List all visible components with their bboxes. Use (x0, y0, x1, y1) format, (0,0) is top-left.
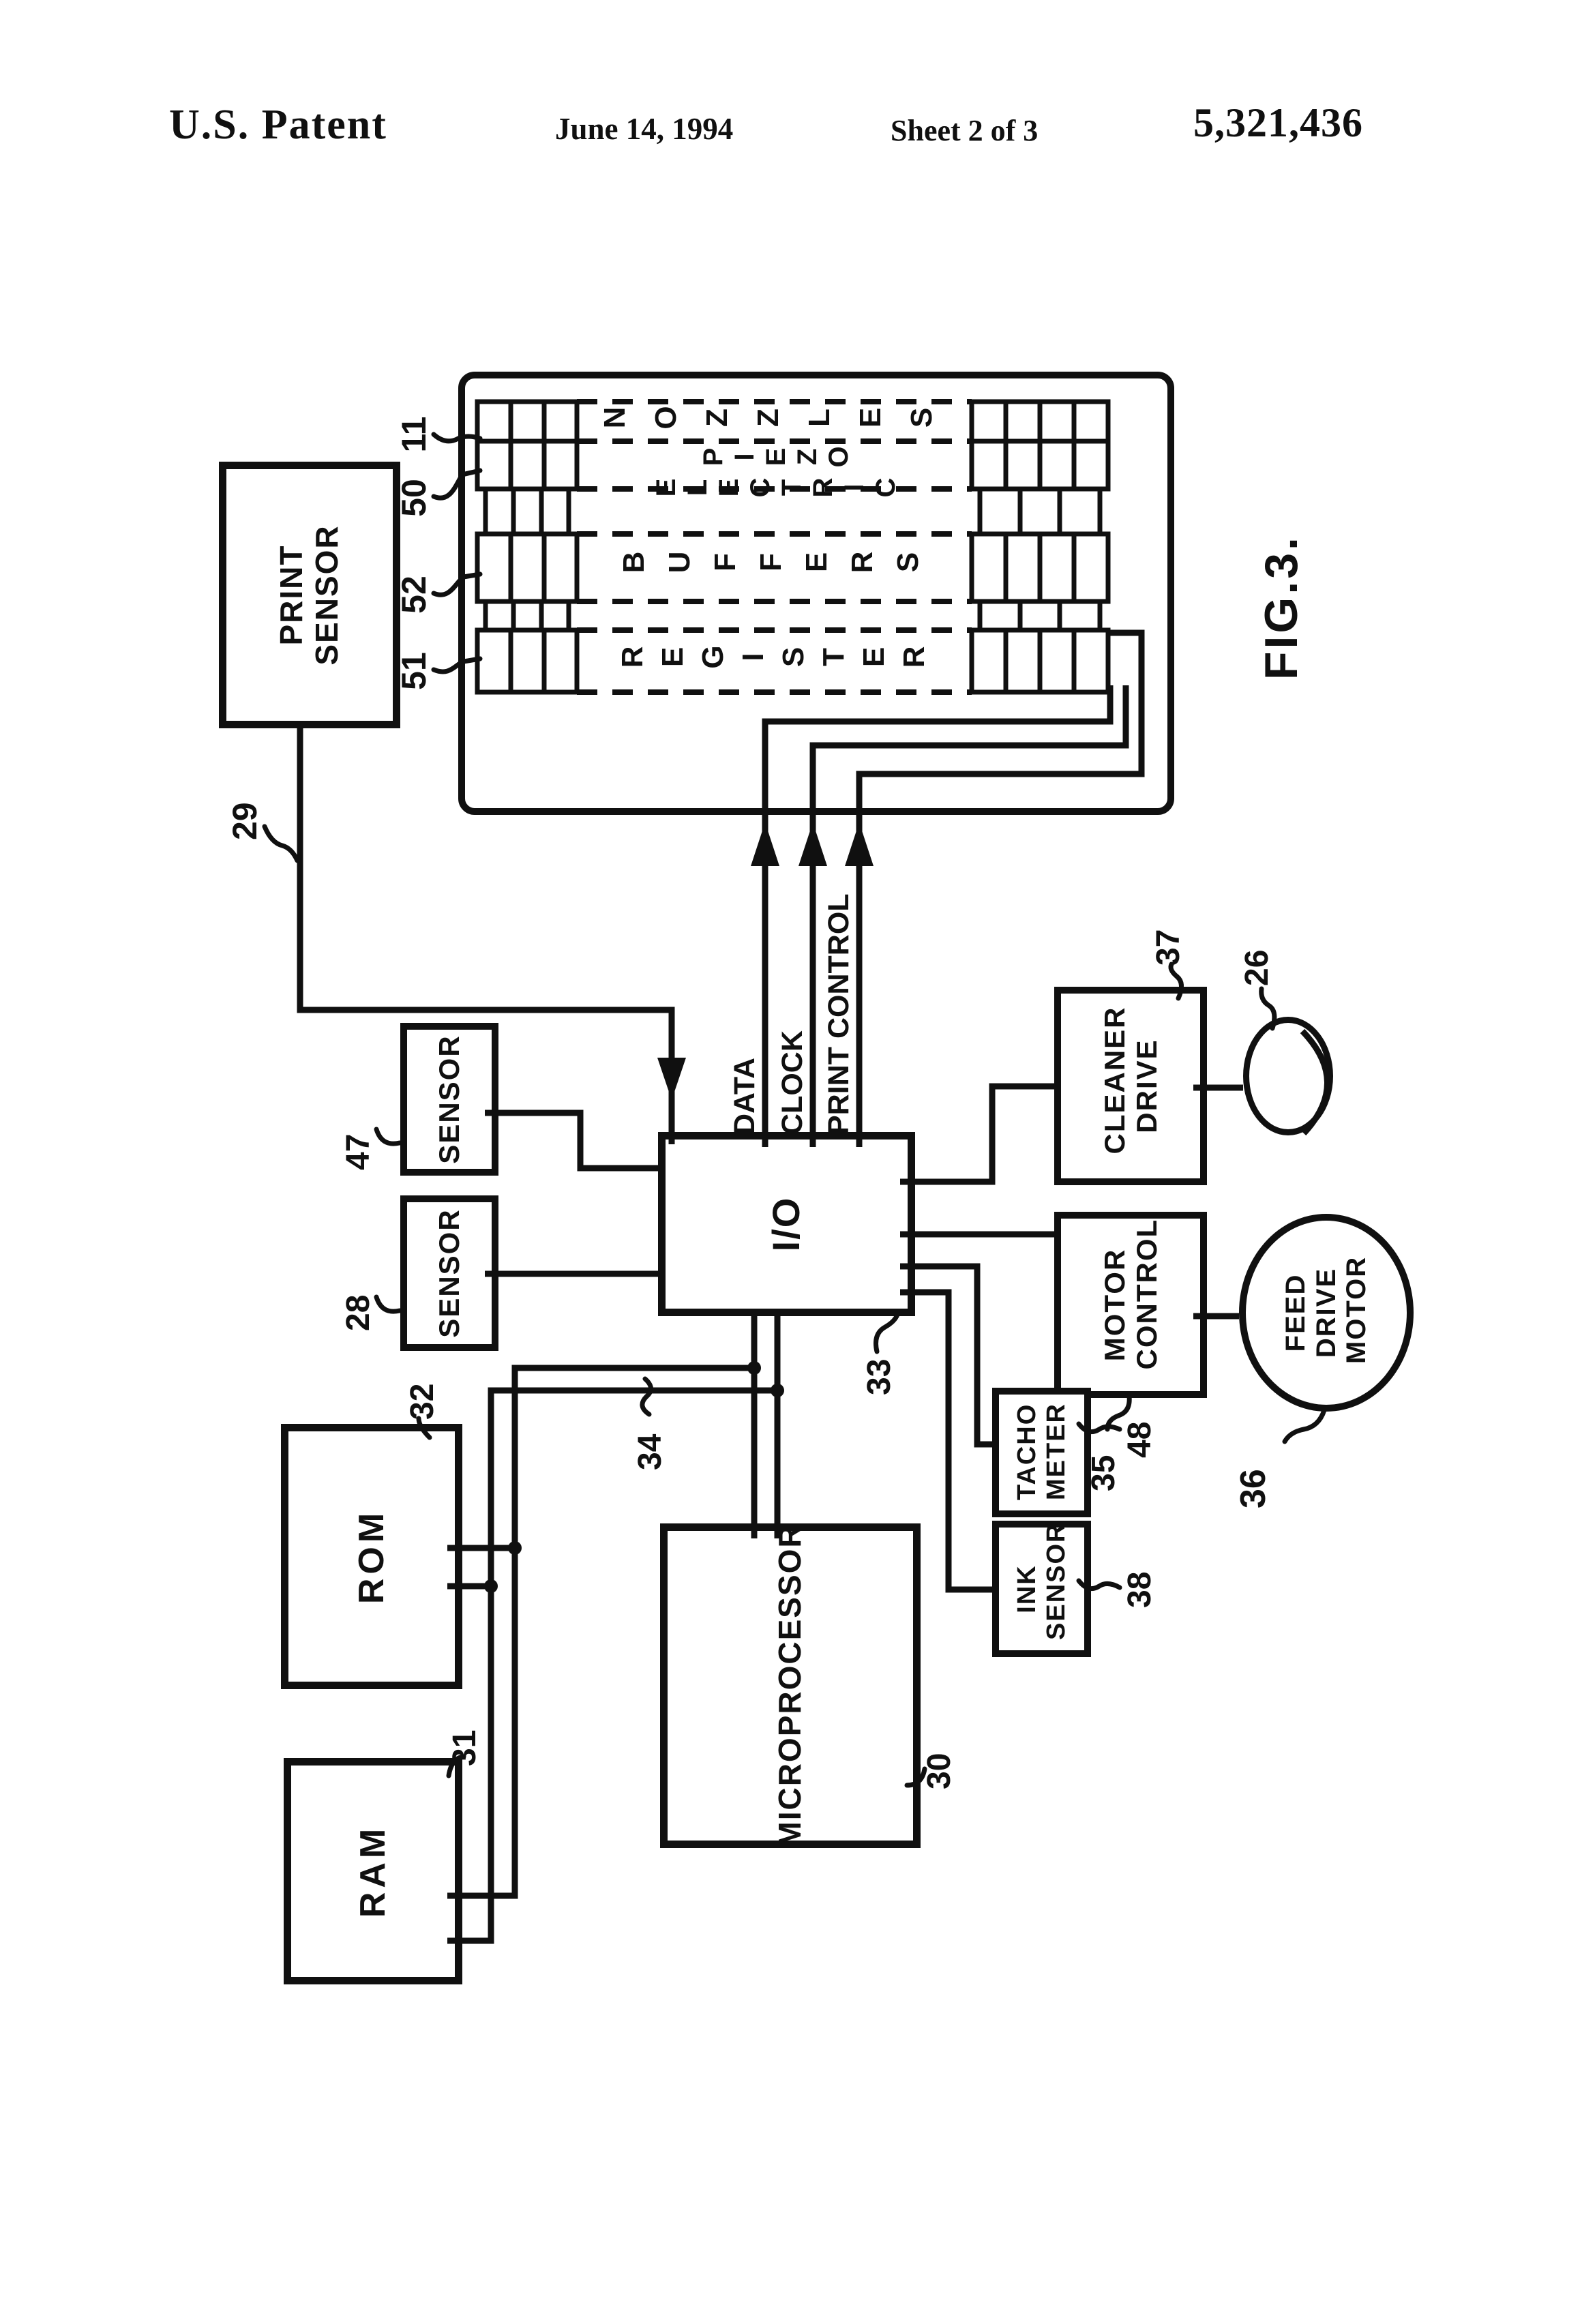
leader-38 (1076, 1578, 1122, 1592)
data-line (762, 685, 1114, 1147)
leader-31 (446, 1754, 466, 1778)
leader-36 (1282, 1407, 1327, 1444)
rom-bus-stubs (447, 1545, 515, 1590)
print-head-dashed-bands (577, 399, 972, 695)
wires (297, 629, 1243, 1944)
clock-line (809, 685, 1129, 1147)
leader-32 (416, 1416, 432, 1440)
leader-50 (431, 468, 483, 501)
cleaner-roller-arc (1300, 1028, 1330, 1136)
wiring-layer (262, 399, 1330, 1944)
leader-48 (1076, 1421, 1122, 1435)
leader-33 (874, 1312, 900, 1354)
arrowheads (657, 822, 874, 1100)
patent-header-number: 5,321,436 (1193, 100, 1363, 145)
patent-header-date: June 14, 1994 (555, 112, 734, 146)
arrow-data (751, 822, 779, 866)
leader-34 (640, 1376, 653, 1417)
io-microprocessor-bus (751, 1316, 781, 1538)
leader-37 (1168, 962, 1184, 1001)
sensor47-to-io-wire (485, 1109, 658, 1172)
io-to-ink-sensor-wire (900, 1289, 992, 1593)
leader-11 (431, 432, 483, 444)
leader-26 (1259, 986, 1277, 1031)
arrow-clock (799, 822, 827, 866)
print-control-line (856, 629, 1145, 1147)
leader-47 (374, 1127, 402, 1146)
print-head-cell-grids (475, 399, 1111, 695)
leader-29 (262, 824, 300, 863)
memory-bus-upper (447, 1365, 754, 1899)
leader-51 (431, 656, 483, 674)
leader-lines (262, 432, 1327, 1788)
arrow-print-control (845, 822, 874, 866)
arrow-into-io (657, 1058, 686, 1100)
junction-dots (484, 1361, 784, 1593)
leader-30 (904, 1766, 927, 1788)
io-to-cleaner-wire (900, 1083, 1054, 1185)
patent-header-sheet: Sheet 2 of 3 (891, 114, 1039, 147)
print-sensor-to-io-wire (297, 728, 675, 1144)
figure-3-diagram: PRINT SENSOR I/O SENSOR SENSOR CLEANER D… (205, 368, 1414, 1991)
io-to-tacho-wire (900, 1263, 992, 1448)
memory-bus-lower (447, 1387, 777, 1944)
leader-28 (374, 1294, 402, 1314)
patent-header-title: U.S. Patent (169, 102, 387, 148)
leader-52 (431, 571, 483, 597)
